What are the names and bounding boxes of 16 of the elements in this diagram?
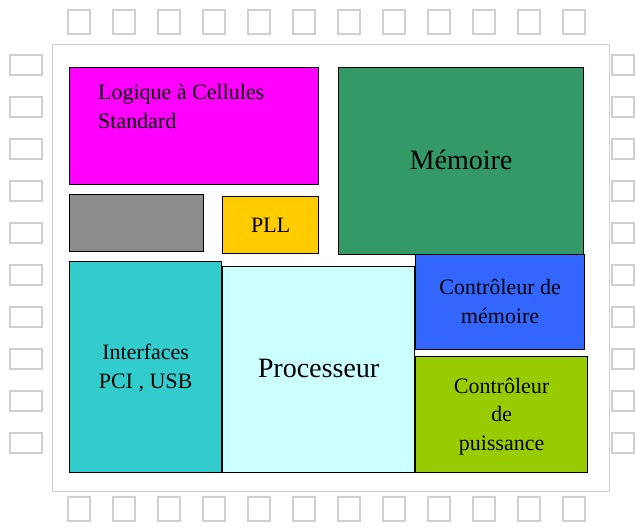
- pll-block: [222, 196, 319, 254]
- processor-block: [222, 266, 415, 473]
- logic-block: [69, 67, 319, 185]
- block-label: PLL: [250, 210, 292, 239]
- block-label: Contrôleur de mémoire: [438, 273, 562, 330]
- block-label: Processeur: [256, 352, 380, 386]
- empty-block: [69, 194, 204, 252]
- interface-block: [69, 261, 222, 473]
- memory-block: [338, 67, 584, 255]
- block-label: Mémoire: [408, 144, 514, 178]
- block-label: Contrôleur de puissance: [452, 372, 550, 457]
- block-label: Interfaces PCI , USB: [98, 338, 194, 395]
- chip-die: [52, 44, 610, 492]
- memory-controller-block: [415, 254, 585, 350]
- block-label: Logique à Cellules Standard: [97, 78, 266, 135]
- power-controller-block: [415, 356, 588, 473]
